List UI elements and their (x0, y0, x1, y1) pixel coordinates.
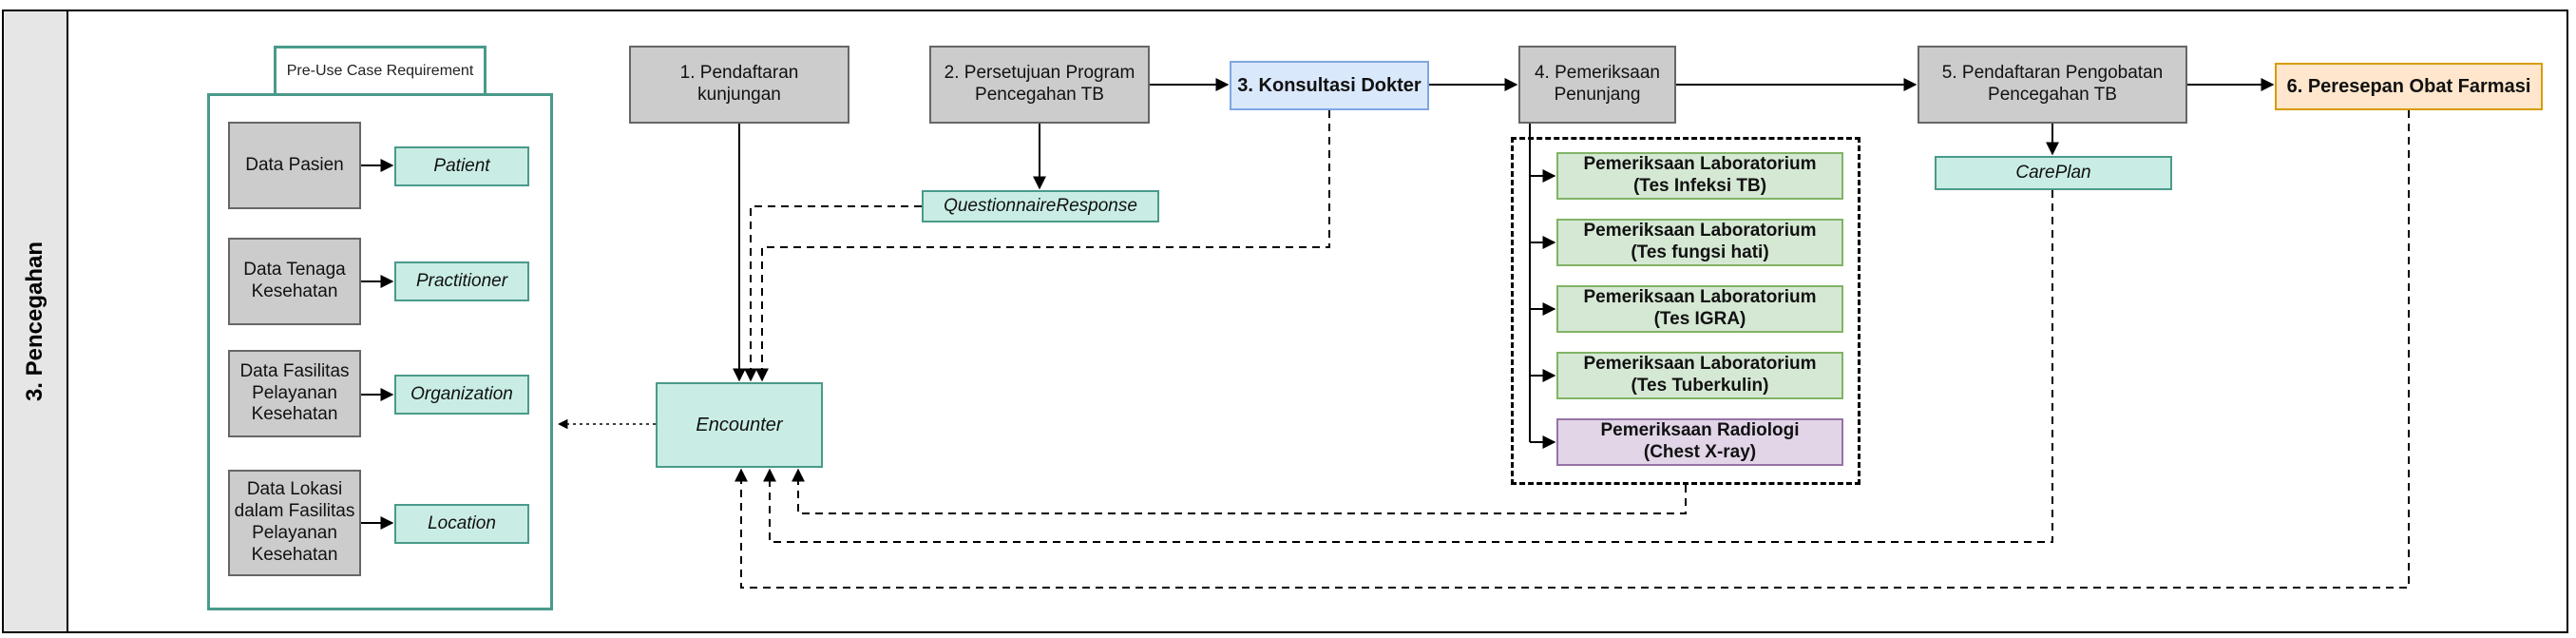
exam-5-line-1: Pemeriksaan Radiologi (1600, 420, 1800, 441)
edge-step6-to-encounter (735, 110, 2410, 589)
pre-use-case-label: Pre-Use Case Requirement (274, 46, 487, 93)
source-data-tenaga-kesehatan[interactable]: Data Tenaga Kesehatan (228, 238, 361, 325)
edge-careplan-to-encounter (763, 190, 2053, 543)
source-data-pasien-line-1: Data Pasien (245, 154, 344, 175)
source-data-tenaga-line-2: Kesehatan (251, 281, 338, 301)
careplan-label: CarePlan (2015, 162, 2091, 183)
resource-location-label: Location (428, 512, 496, 533)
exam-3-line-2: (Tes IGRA) (1653, 309, 1746, 329)
step-3-label: 3. Konsultasi Dokter (1237, 75, 1422, 96)
exam-2-line-1: Pemeriksaan Laboratorium (1583, 221, 1817, 242)
step-4-line-2: Penunjang (1554, 85, 1641, 105)
exam-2-line-2: (Tes fungsi hati) (1631, 242, 1769, 262)
resource-patient-label: Patient (433, 155, 490, 176)
resource-practitioner[interactable]: Practitioner (394, 261, 529, 301)
step-2-line-2: Pencegahan TB (975, 85, 1104, 105)
source-data-lokasi[interactable]: Data Lokasi dalam Fasilitas Pelayanan Ke… (228, 470, 361, 576)
encounter-label: Encounter (696, 415, 783, 435)
step-5-pendaftaran-pengobatan[interactable]: 5. Pendaftaran Pengobatan Pencegahan TB (1918, 46, 2187, 124)
exam-1-line-2: (Tes Infeksi TB) (1632, 176, 1767, 196)
source-data-pasien[interactable]: Data Pasien (228, 122, 361, 209)
step-4-pemeriksaan-penunjang[interactable]: 4. Pemeriksaan Penunjang (1518, 46, 1676, 124)
step-4-line-1: 4. Pemeriksaan (1534, 63, 1660, 84)
edge-step3-to-encounter (755, 110, 1330, 382)
edge-questionnaire-to-encounter (744, 205, 922, 382)
resource-encounter[interactable]: Encounter (656, 382, 823, 468)
resource-questionnaire-response[interactable]: QuestionnaireResponse (922, 190, 1159, 222)
source-data-fasilitas[interactable]: Data Fasilitas Pelayanan Kesehatan (228, 350, 361, 437)
exams-dashed-group (1511, 137, 1860, 485)
step-1-line-2: kunjungan (697, 85, 781, 105)
source-data-tenaga-line-1: Data Tenaga (243, 260, 346, 280)
resource-organization[interactable]: Organization (394, 375, 529, 415)
exam-5-line-2: (Chest X-ray) (1643, 442, 1757, 462)
source-data-fasilitas-line-2: Pelayanan (252, 382, 337, 403)
resource-careplan[interactable]: CarePlan (1935, 156, 2172, 190)
step-2-line-1: 2. Persetujuan Program (944, 63, 1135, 84)
exam-4-line-2: (Tes Tuberkulin) (1631, 376, 1769, 396)
resource-practitioner-label: Practitioner (415, 270, 508, 291)
edge-exams-to-encounter (792, 468, 1687, 514)
step-5-line-1: 5. Pendaftaran Pengobatan (1941, 63, 2164, 84)
exam-1-line-1: Pemeriksaan Laboratorium (1583, 154, 1817, 175)
source-data-lokasi-line-2: dalam Fasilitas (234, 501, 355, 522)
step-6-peresepan-obat-farmasi[interactable]: 6. Peresepan Obat Farmasi (2275, 63, 2543, 110)
exam-lab-tuberkulin[interactable]: Pemeriksaan Laboratorium (Tes Tuberkulin… (1556, 352, 1843, 399)
exam-radiologi-chest-xray[interactable]: Pemeriksaan Radiologi (Chest X-ray) (1556, 418, 1843, 466)
source-data-fasilitas-line-3: Kesehatan (251, 404, 338, 425)
source-data-lokasi-line-3: Pelayanan (252, 523, 337, 543)
pre-use-case-group (207, 93, 553, 610)
resource-patient[interactable]: Patient (394, 146, 529, 186)
resource-organization-label: Organization (410, 383, 513, 404)
step-1-line-1: 1. Pendaftaran (679, 63, 799, 84)
step-6-label: 6. Peresepan Obat Farmasi (2286, 76, 2531, 97)
exam-4-line-1: Pemeriksaan Laboratorium (1583, 354, 1817, 375)
exam-lab-fungsi-hati[interactable]: Pemeriksaan Laboratorium (Tes fungsi hat… (1556, 219, 1843, 266)
step-1-pendaftaran-kunjungan[interactable]: 1. Pendaftaran kunjungan (629, 46, 849, 124)
swimlane-header (2, 10, 68, 633)
step-5-line-2: Pencegahan TB (1988, 85, 2117, 105)
exam-lab-infeksi-tb[interactable]: Pemeriksaan Laboratorium (Tes Infeksi TB… (1556, 152, 1843, 200)
source-data-lokasi-line-4: Kesehatan (251, 544, 338, 565)
step-2-persetujuan-program[interactable]: 2. Persetujuan Program Pencegahan TB (929, 46, 1150, 124)
source-data-fasilitas-line-1: Data Fasilitas (239, 360, 350, 381)
resource-location[interactable]: Location (394, 504, 529, 544)
questionnaire-response-label: QuestionnaireResponse (944, 195, 1137, 216)
exam-3-line-1: Pemeriksaan Laboratorium (1583, 287, 1817, 308)
step-3-konsultasi-dokter[interactable]: 3. Konsultasi Dokter (1230, 61, 1429, 110)
source-data-lokasi-line-1: Data Lokasi (246, 479, 343, 500)
exam-lab-igra[interactable]: Pemeriksaan Laboratorium (Tes IGRA) (1556, 285, 1843, 333)
